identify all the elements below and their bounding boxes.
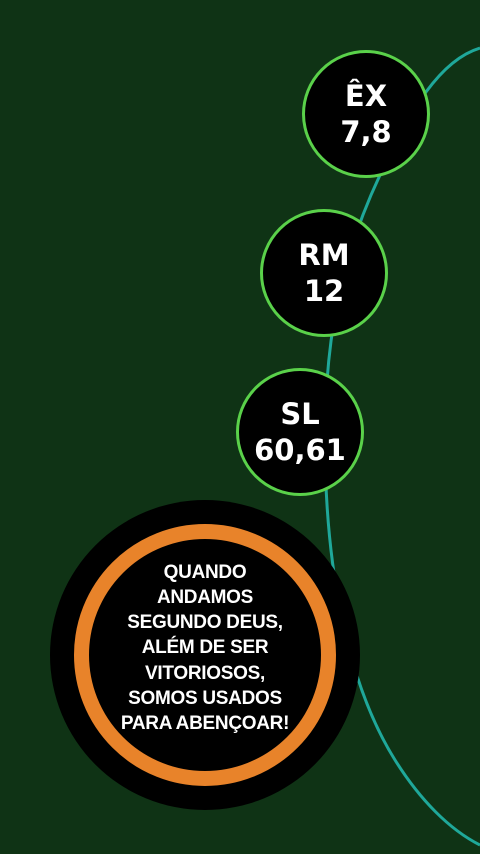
reference-bubble-salmos[interactable]: SL 60,61 [236, 368, 364, 496]
reference-book: SL [280, 396, 320, 431]
message-line: ANDAMOS [156, 586, 254, 608]
message-line: ALÉM DE SER [141, 637, 269, 659]
reference-verse: 12 [303, 274, 345, 308]
reference-bubble-exodo[interactable]: ÊX 7,8 [302, 50, 430, 178]
message-text: QUANDO ANDAMOS SEGUNDO DEUS, ALÉM DE SER… [100, 548, 310, 748]
reference-book: RM [298, 237, 350, 272]
reference-bubble-romanos[interactable]: RM 12 [260, 209, 388, 337]
message-line: SEGUNDO DEUS, [127, 612, 283, 634]
reference-verse: 7,8 [340, 115, 392, 149]
reference-book: ÊX [344, 78, 388, 113]
message-line: SOMOS USADOS [128, 687, 282, 709]
message-line: VITORIOSOS, [145, 662, 265, 684]
reference-verse: 60,61 [254, 433, 346, 467]
message-line: QUANDO [163, 561, 247, 583]
message-line: PARA ABENÇOAR! [120, 713, 290, 735]
